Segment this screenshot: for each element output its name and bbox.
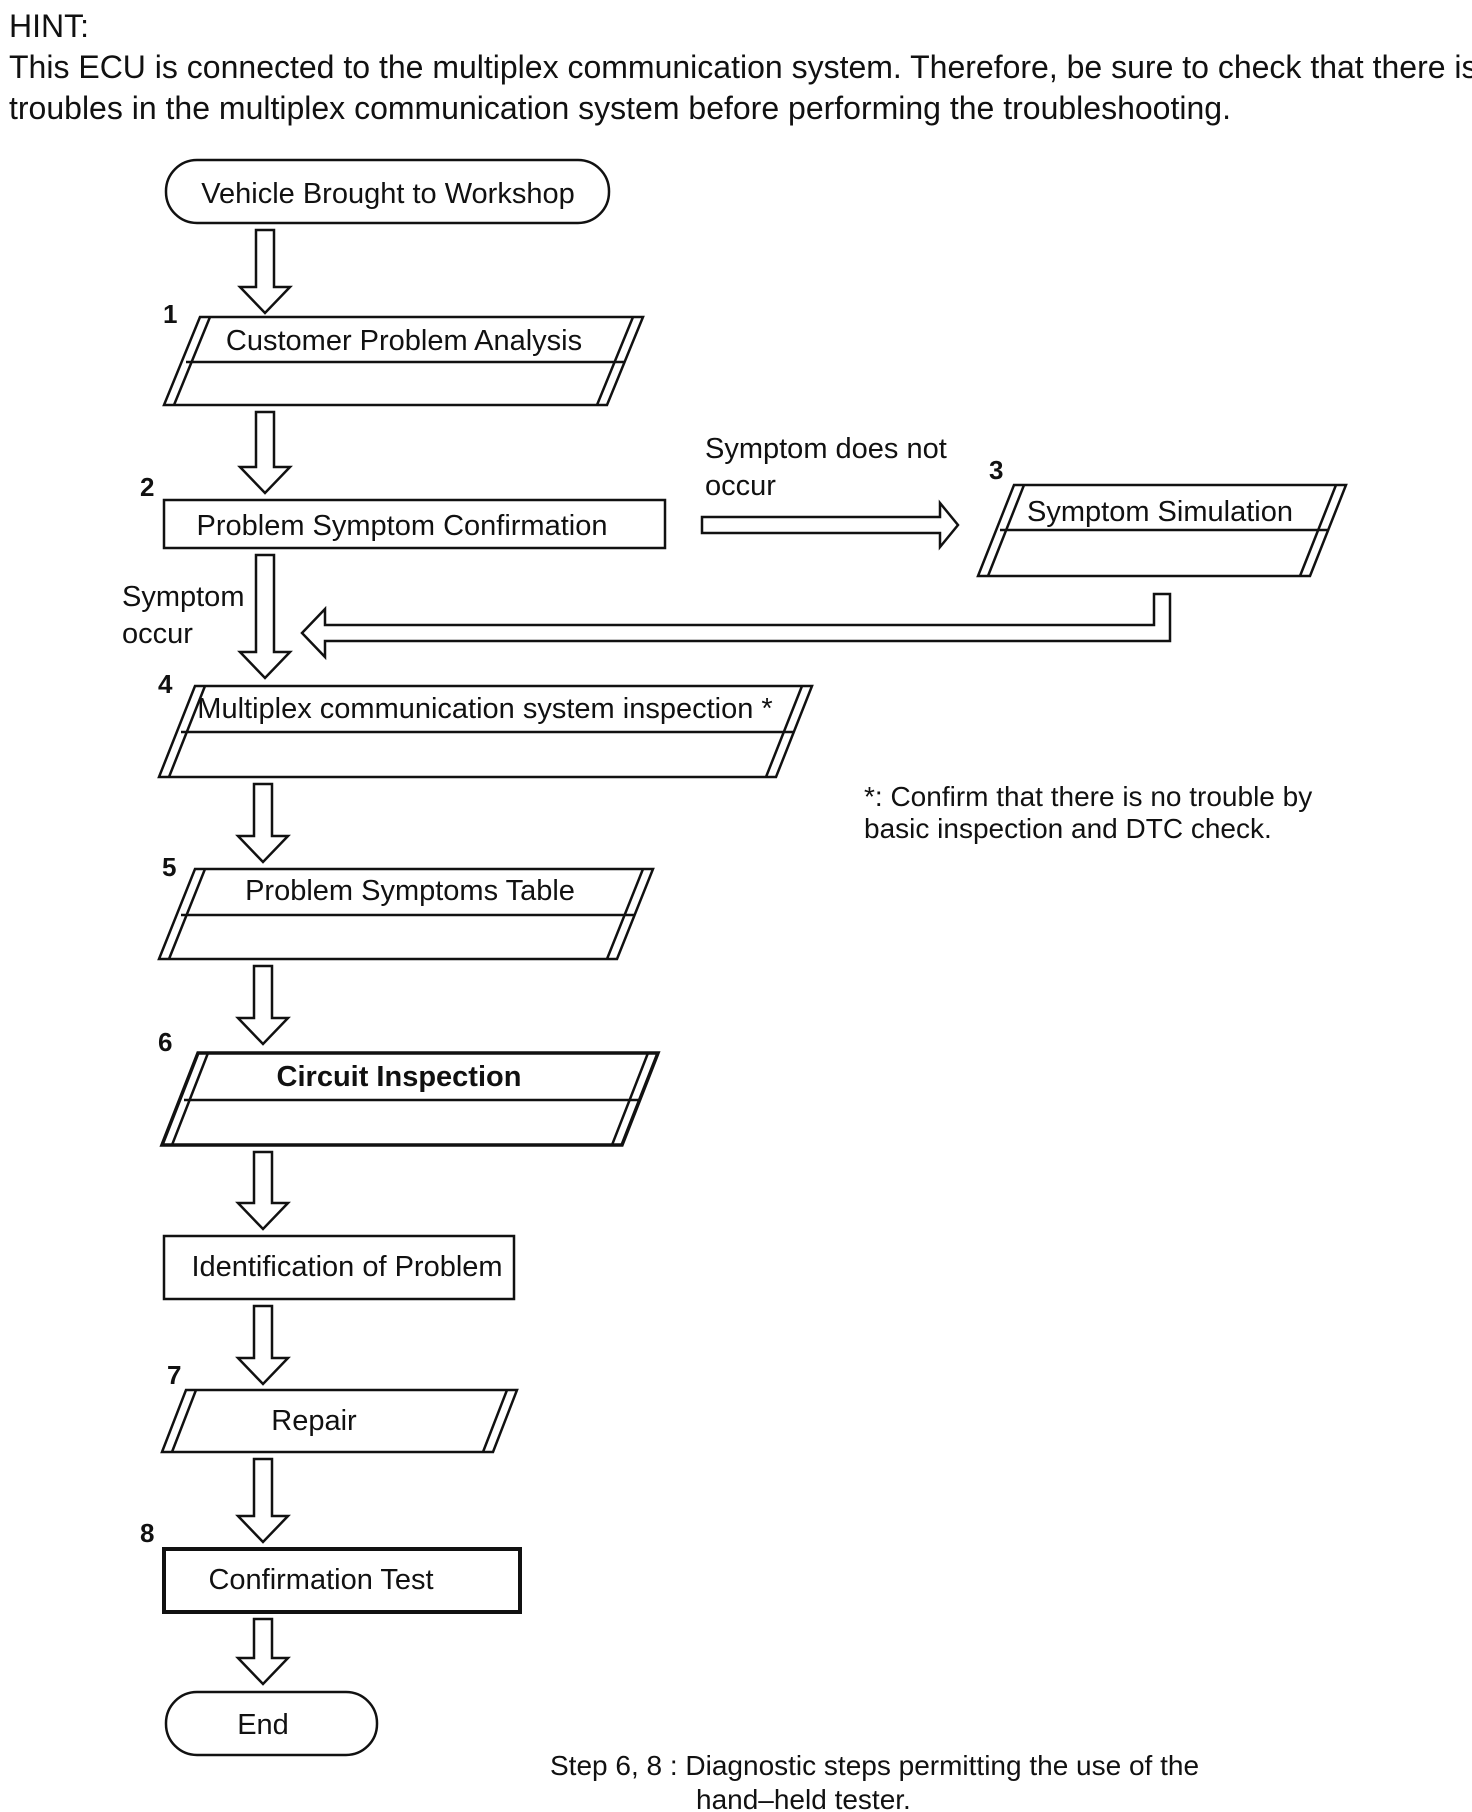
step1-label: Customer Problem Analysis <box>226 325 582 357</box>
flow-arrow-8-to-end <box>235 1617 291 1686</box>
flow-arrow-1-to-2 <box>237 410 293 495</box>
step4-number: 4 <box>158 669 173 699</box>
step4-box: Multiplex communication system inspectio… <box>157 684 814 779</box>
flow-arrow-7-to-8 <box>235 1457 291 1544</box>
end-terminator: End <box>164 1690 379 1757</box>
hint-heading: HINT: <box>9 8 89 44</box>
step2-box: Problem Symptom Confirmation <box>162 498 667 550</box>
footer-note-line2: hand–held tester. <box>696 1784 911 1812</box>
step2-label: Problem Symptom Confirmation <box>197 510 608 542</box>
step5-number: 5 <box>162 852 176 882</box>
step3-label: Symptom Simulation <box>1027 496 1293 528</box>
step3-number: 3 <box>989 455 1003 485</box>
asterisk-note-line2: basic inspection and DTC check. <box>864 813 1272 844</box>
step8-label: Confirmation Test <box>208 1564 433 1596</box>
footer-note-line1: Step 6, 8 : Diagnostic steps permitting … <box>550 1750 1199 1781</box>
not-occur-label-line1: Symptom does not <box>705 433 947 465</box>
not-occur-label-line2: occur <box>705 470 776 502</box>
step7-box: Repair <box>160 1388 519 1454</box>
flow-arrow-2-to-3 <box>700 499 960 551</box>
step1-box: Customer Problem Analysis <box>162 315 645 407</box>
step8-box: Confirmation Test <box>162 1547 522 1614</box>
hint-text-line2: troubles in the multiplex communication … <box>9 90 1231 126</box>
step4-label: Multiplex communication system inspectio… <box>197 693 772 725</box>
step5-box: Problem Symptoms Table <box>157 867 655 961</box>
identification-label: Identification of Problem <box>191 1251 502 1283</box>
flow-arrow-6-to-identification <box>235 1150 291 1231</box>
start-label: Vehicle Brought to Workshop <box>201 178 574 210</box>
flow-arrow-start-to-1 <box>237 228 293 315</box>
step6-number: 6 <box>158 1027 172 1057</box>
step6-box: Circuit Inspection <box>159 1051 661 1147</box>
step7-number: 7 <box>167 1360 181 1390</box>
flow-arrow-3-return <box>300 592 1172 661</box>
step8-number: 8 <box>140 1518 154 1548</box>
step3-box: Symptom Simulation <box>976 483 1348 578</box>
start-terminator: Vehicle Brought to Workshop <box>164 158 611 225</box>
flow-arrow-identification-to-7 <box>235 1304 291 1386</box>
step1-number: 1 <box>163 299 177 329</box>
step6-label: Circuit Inspection <box>277 1061 522 1093</box>
flow-arrow-4-to-5 <box>235 782 291 864</box>
hint-text-line1: This ECU is connected to the multiplex c… <box>9 49 1472 85</box>
flow-arrow-5-to-6 <box>235 964 291 1046</box>
occur-label-line1: Symptom <box>122 581 244 613</box>
identification-box: Identification of Problem <box>162 1234 516 1301</box>
asterisk-note-line1: *: Confirm that there is no trouble by <box>864 781 1312 812</box>
occur-label-line2: occur <box>122 618 193 650</box>
step2-number: 2 <box>140 472 154 502</box>
end-label: End <box>237 1709 289 1741</box>
step7-label: Repair <box>271 1405 357 1437</box>
step5-label: Problem Symptoms Table <box>245 875 575 907</box>
flow-arrow-2-to-4 <box>237 553 293 680</box>
hint-block: HINT: This ECU is connected to the multi… <box>9 6 1472 129</box>
